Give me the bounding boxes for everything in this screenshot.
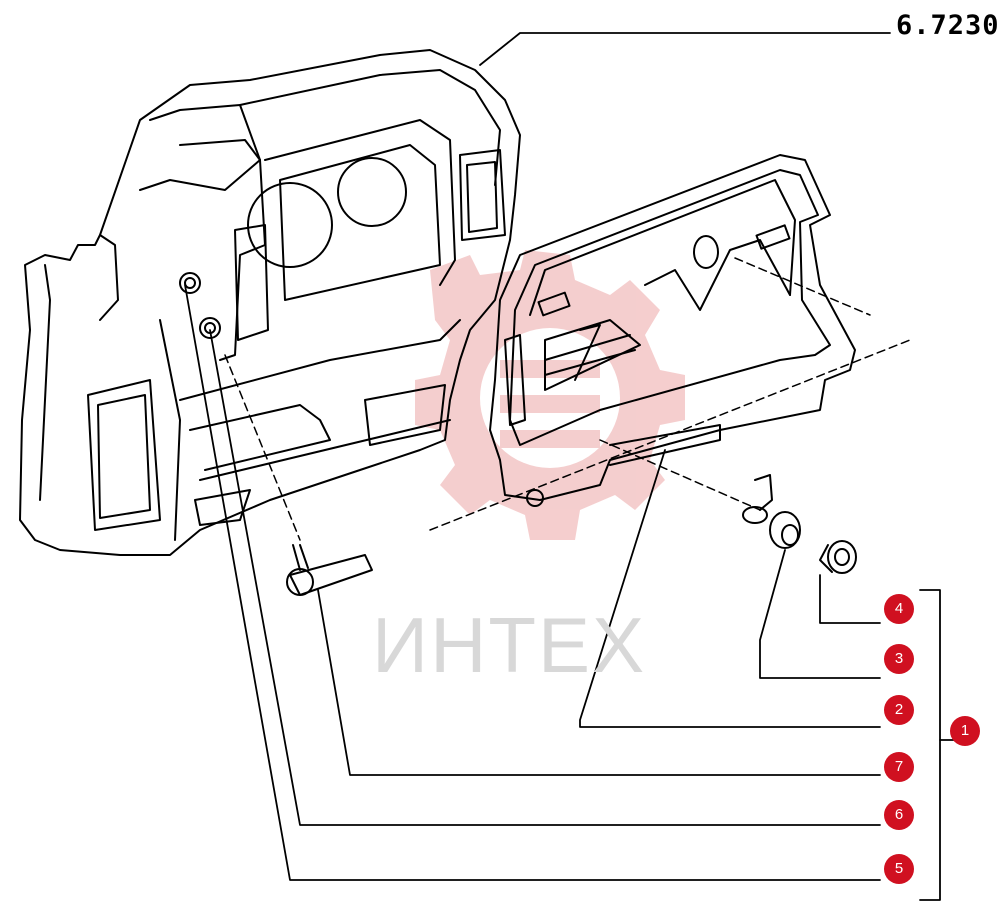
callout-5[interactable]: 5: [884, 854, 914, 884]
watermark-text: ИНТЕХ: [372, 601, 647, 689]
callout-3[interactable]: 3: [884, 644, 914, 674]
callout-1[interactable]: 1: [950, 716, 980, 746]
bushing: [819, 540, 857, 574]
callout-4[interactable]: 4: [884, 594, 914, 624]
nut-5: [179, 272, 201, 294]
callout-6[interactable]: 6: [884, 800, 914, 830]
console-housing-outline: [19, 49, 521, 556]
assembly-axis-lines: [224, 257, 911, 541]
lock-cylinder: [742, 474, 801, 549]
glove-box-lid-outline: [489, 154, 856, 507]
leader-lines: [184, 32, 956, 901]
drawing-code: 6.7230: [896, 10, 1000, 41]
nut-6: [199, 317, 221, 339]
hinge-bolt: [286, 544, 373, 596]
callout-2[interactable]: 2: [884, 695, 914, 725]
callout-7[interactable]: 7: [884, 752, 914, 782]
